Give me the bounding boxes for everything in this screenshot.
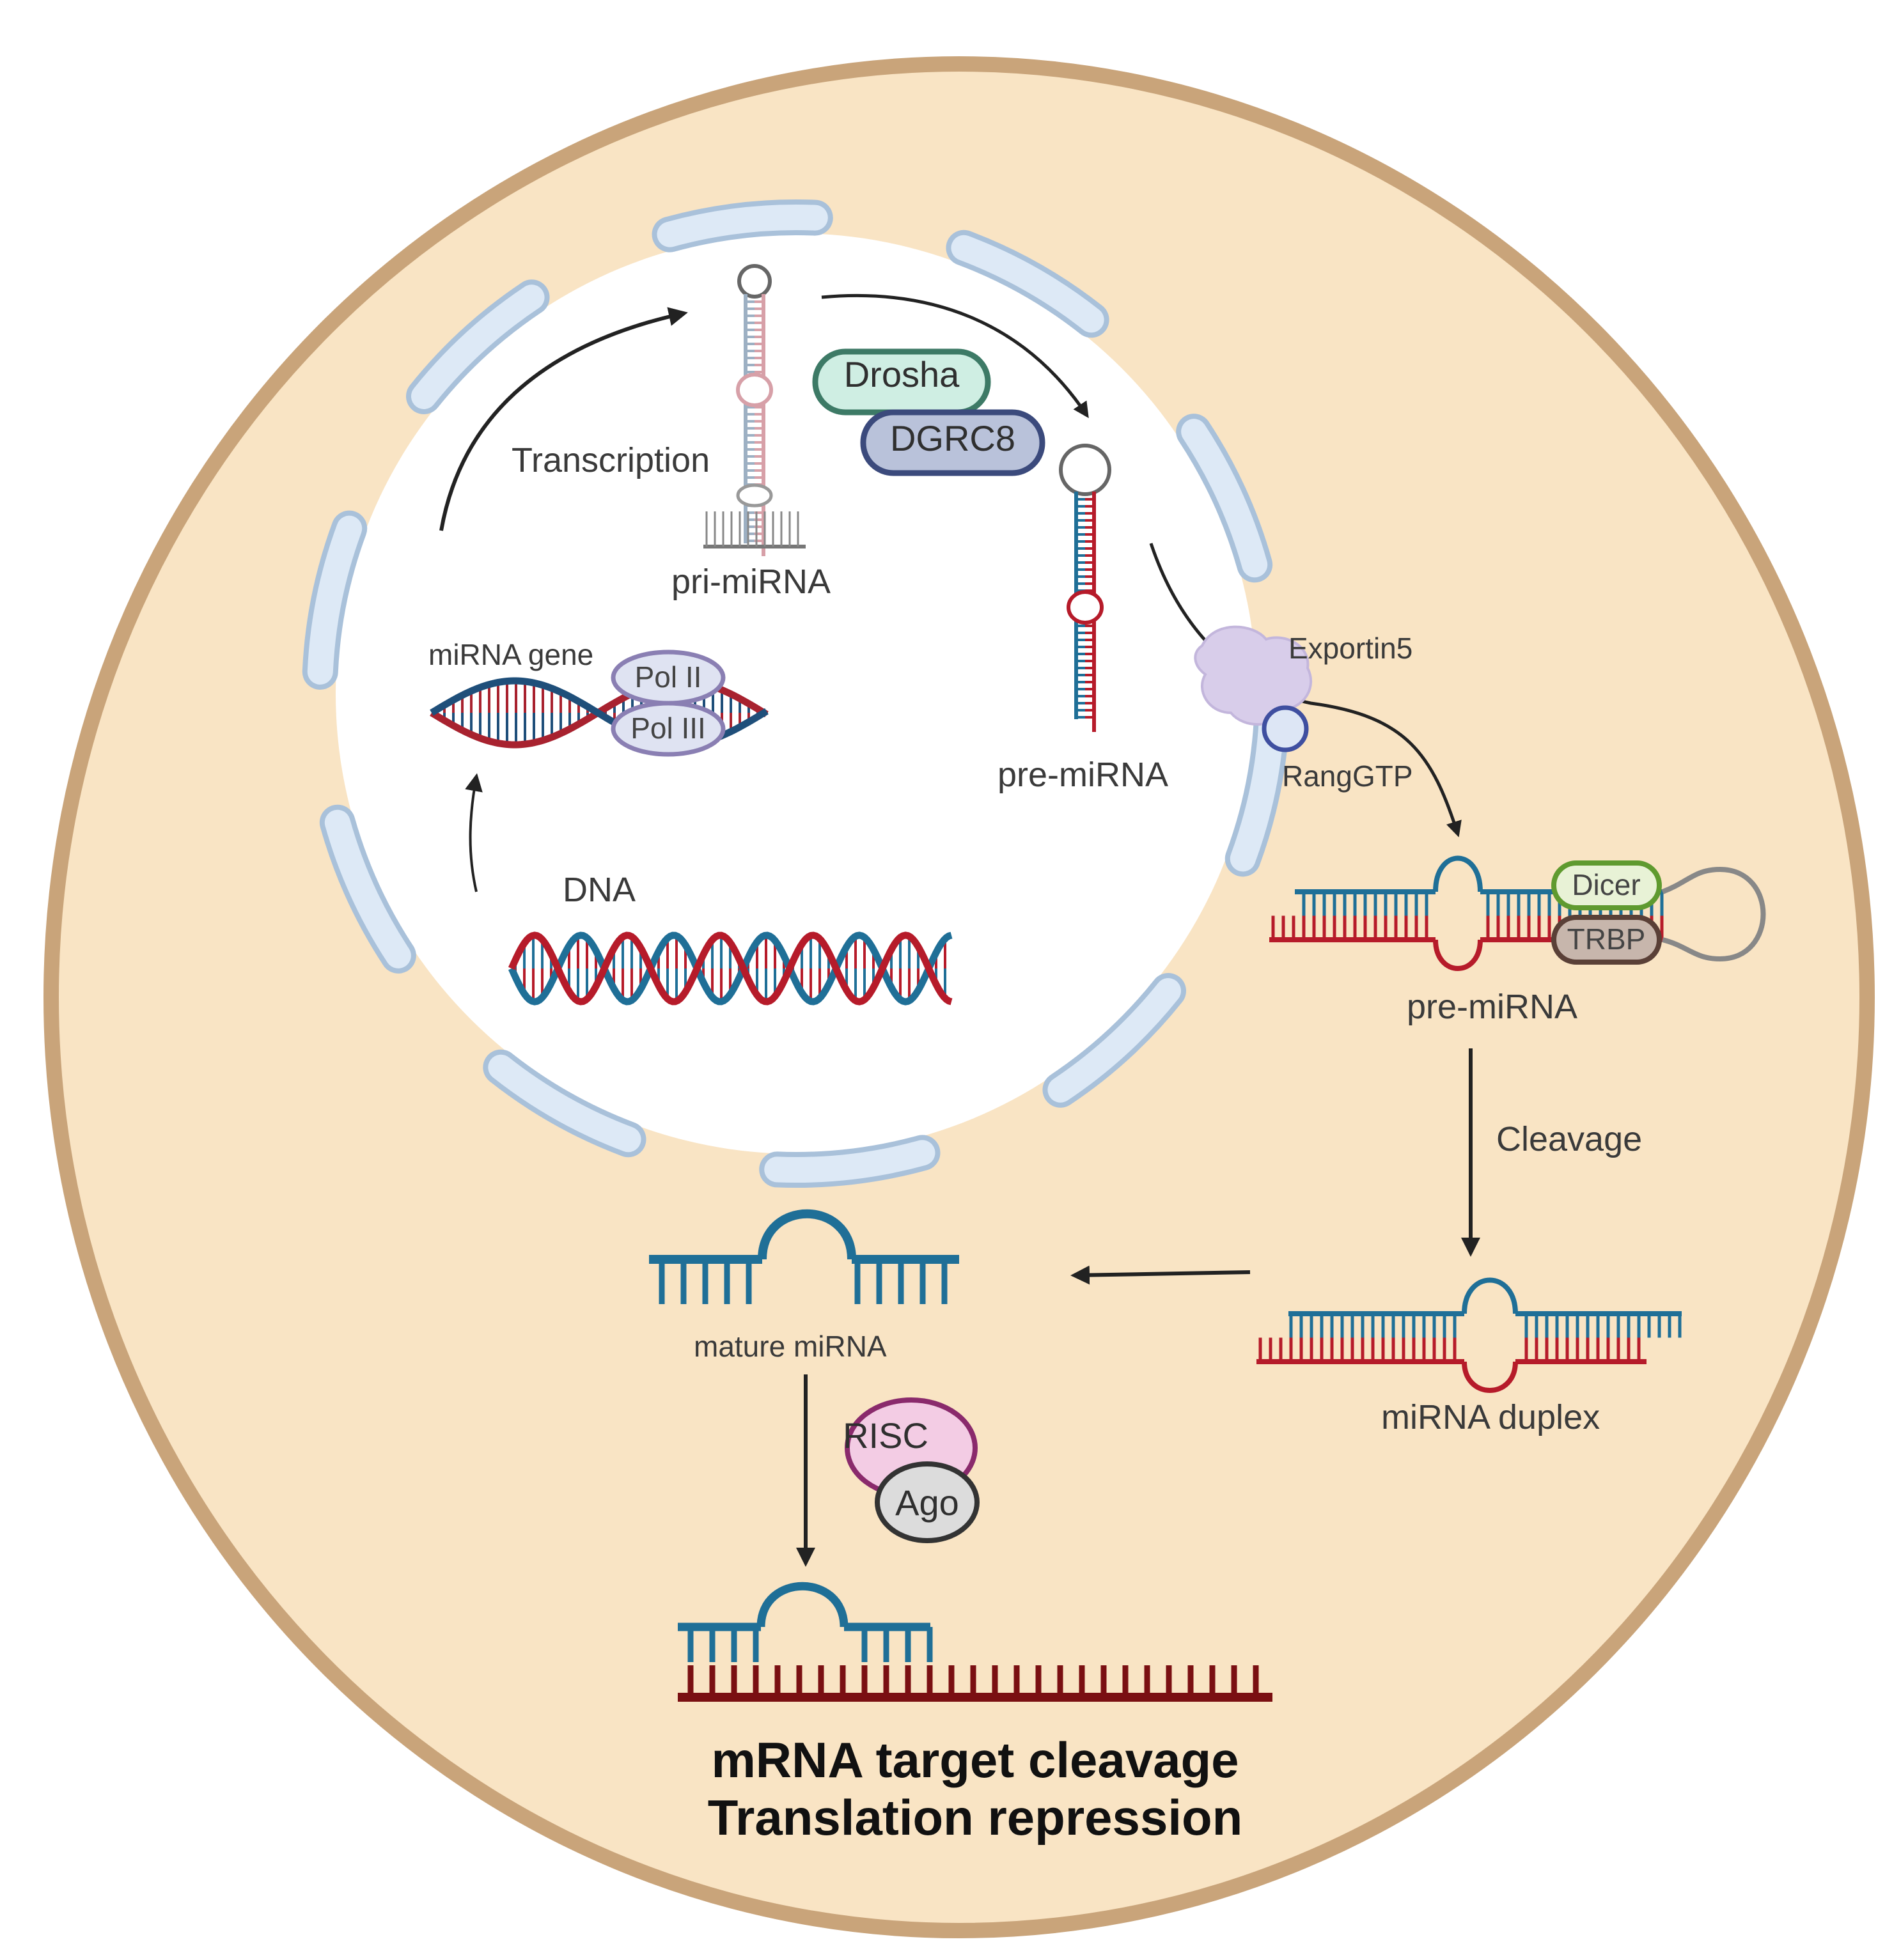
dna-label: DNA bbox=[563, 871, 636, 909]
mirna-gene-label: miRNA gene bbox=[428, 638, 593, 671]
cleavage-label: Cleavage bbox=[1496, 1120, 1642, 1158]
exportin5-complex bbox=[1194, 625, 1312, 752]
dna-to-gene-arrow bbox=[465, 773, 483, 892]
drosha-label: Drosha bbox=[844, 354, 960, 394]
pol2-label: Pol II bbox=[635, 660, 702, 694]
cytoplasmic-pre-mirna bbox=[1269, 855, 1766, 971]
pre-mirna-cytoplasm-label: pre-miRNA bbox=[1407, 988, 1577, 1026]
transcription-label: Transcription bbox=[512, 441, 710, 479]
mature-mirna-label: mature miRNA bbox=[694, 1330, 887, 1363]
transcription-arrow bbox=[439, 307, 688, 531]
dna-helix bbox=[508, 931, 953, 1006]
pre-mirna-hairpin bbox=[1059, 444, 1111, 732]
mirna-duplex-label: miRNA duplex bbox=[1381, 1398, 1600, 1436]
ranggtp-label: RangGTP bbox=[1282, 759, 1413, 793]
outcome-line2: Translation repression bbox=[708, 1789, 1243, 1846]
export-arrow bbox=[1149, 543, 1462, 837]
drosha-complex: Drosha DGRC8 bbox=[812, 348, 1045, 476]
outcome-line1: mRNA target cleavage bbox=[711, 1732, 1239, 1788]
polymerase-complex: Pol II Pol III bbox=[611, 649, 726, 757]
dicer-label: Dicer bbox=[1572, 868, 1640, 901]
dgrc8-label: DGRC8 bbox=[890, 418, 1015, 458]
pri-mirna-hairpin bbox=[703, 264, 806, 556]
ago-label: Ago bbox=[895, 1482, 959, 1523]
target-mrna-complex bbox=[678, 1582, 1272, 1702]
exportin5-label: Exportin5 bbox=[1288, 632, 1412, 665]
pri-mirna-label: pri-miRNA bbox=[671, 563, 831, 601]
trbp-label: TRBP bbox=[1567, 922, 1646, 956]
strand-selection-arrow bbox=[1070, 1265, 1251, 1285]
pol3-label: Pol III bbox=[630, 712, 706, 745]
risc-complex: RISC Ago bbox=[843, 1397, 980, 1543]
dicer-complex: Dicer TRBP bbox=[1551, 860, 1662, 965]
pre-mirna-nucleus-label: pre-miRNA bbox=[997, 756, 1168, 794]
risc-label: RISC bbox=[843, 1415, 928, 1456]
mature-mirna bbox=[649, 1209, 959, 1304]
mirna-duplex bbox=[1256, 1277, 1682, 1393]
drosha-processing-arrow bbox=[821, 294, 1089, 419]
nuclear-envelope bbox=[302, 199, 1290, 1188]
